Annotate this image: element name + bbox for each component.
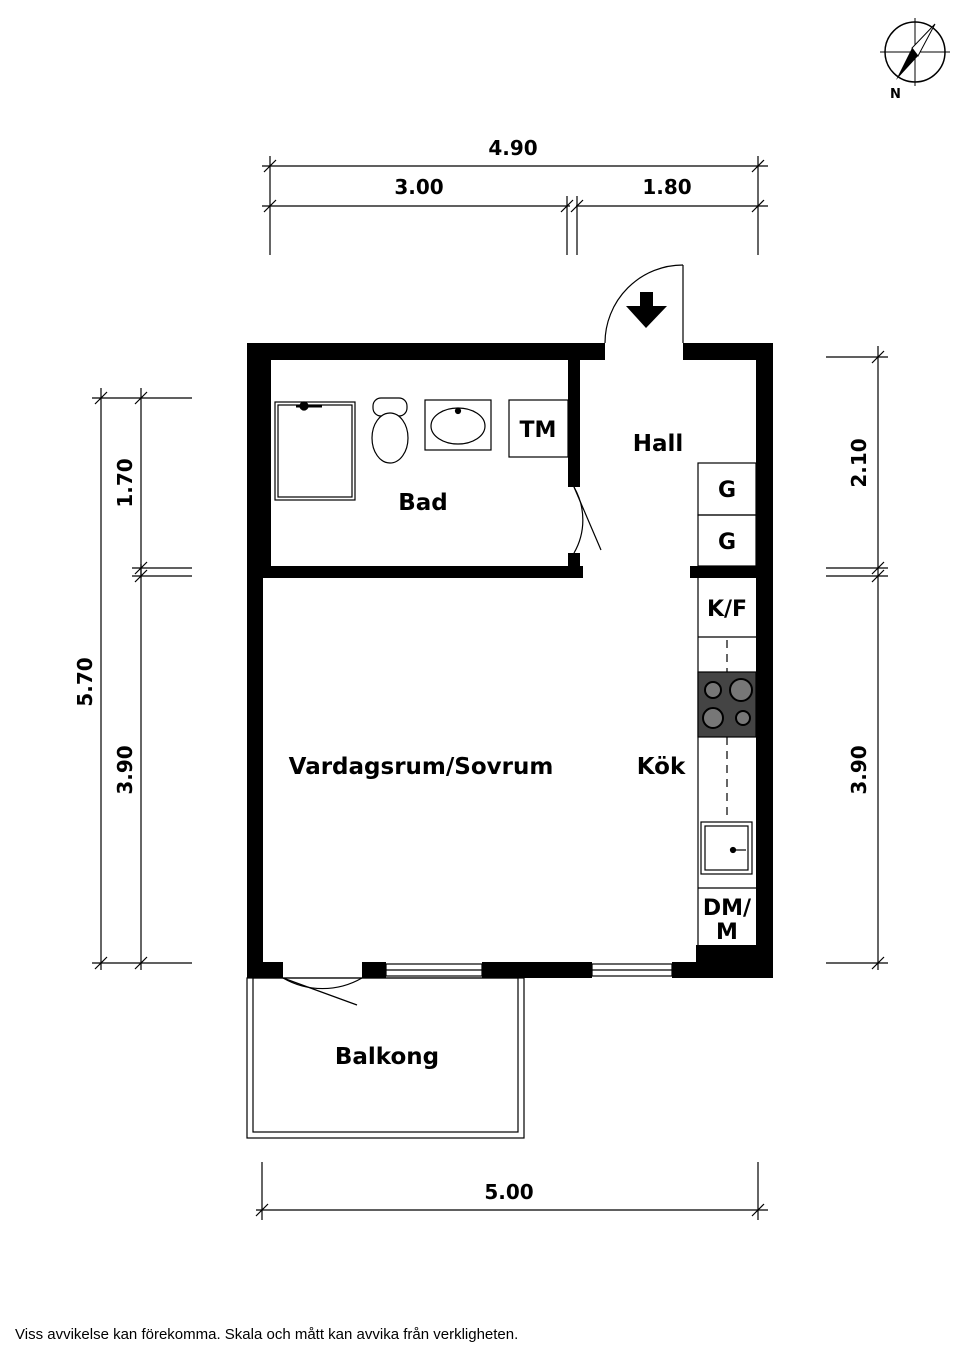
dim-bottom-total: 5.00 (484, 1180, 533, 1204)
dim-top-right: 1.80 (642, 175, 691, 199)
entrance-door (604, 264, 684, 344)
kitchen-counter (697, 578, 756, 945)
dim-right-top: 2.10 (847, 438, 871, 487)
room-label-hall: Hall (633, 431, 684, 457)
bottom-dimension-lines (255, 1162, 768, 1220)
balcony-door (282, 977, 363, 1006)
room-label-balcony: Balkong (335, 1044, 439, 1070)
top-dimension-lines (262, 156, 768, 255)
wash-basin-icon (424, 399, 492, 451)
dim-right-bottom: 3.90 (847, 745, 871, 794)
wardrobe-2-label: G (718, 530, 736, 555)
dim-left-top: 1.70 (113, 458, 137, 507)
entrance-arrow-icon (626, 292, 667, 328)
window-left (385, 963, 483, 977)
dim-left-bottom: 3.90 (113, 745, 137, 794)
dim-top-left: 3.00 (394, 175, 443, 199)
dim-top-total: 4.90 (488, 136, 537, 160)
disclaimer-text: Viss avvikelse kan förekomma. Skala och … (15, 1326, 519, 1343)
right-dimension-lines (826, 346, 888, 970)
toilet-icon (371, 397, 409, 464)
balcony-outline (246, 977, 525, 1139)
dishwasher-label-line2: M (716, 920, 738, 945)
compass-north-label: N (890, 87, 901, 102)
wardrobe-2 (697, 514, 757, 567)
room-label-kitchen: Kök (637, 754, 686, 780)
shower-icon (274, 401, 356, 501)
room-label-living: Vardagsrum/Sovrum (289, 754, 554, 780)
walls (247, 343, 773, 978)
kitchen-sink-icon (700, 821, 753, 875)
room-label-bad: Bad (398, 490, 448, 516)
dishwasher-label-line1: DM/ (703, 896, 752, 921)
window-right (591, 963, 673, 977)
compass-icon (880, 18, 950, 86)
wardrobe-1-label: G (718, 478, 736, 503)
left-dimension-lines (92, 388, 192, 970)
tm-box (508, 399, 569, 458)
stove-icon (697, 671, 757, 738)
tm-label: TM (520, 418, 557, 443)
fridge-freezer-label: K/F (707, 597, 747, 622)
bathroom-door (573, 486, 602, 554)
dim-left-total: 5.70 (73, 657, 97, 706)
